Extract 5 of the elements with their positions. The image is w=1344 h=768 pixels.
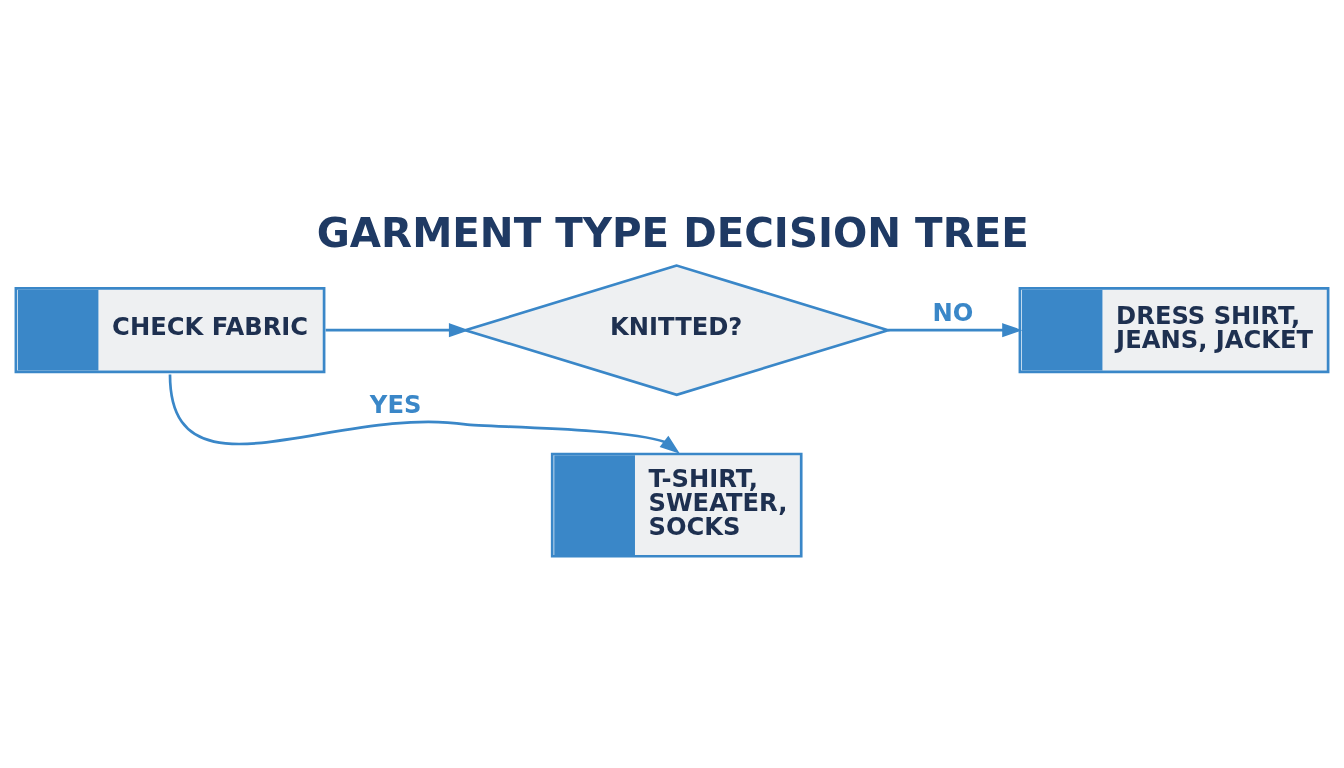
- diagram-title: GARMENT TYPE DECISION TREE: [316, 209, 1029, 257]
- edge-label: NO: [932, 299, 974, 328]
- arrow: [888, 323, 1023, 338]
- edge-label: YES: [369, 390, 422, 419]
- arrow: [168, 374, 680, 454]
